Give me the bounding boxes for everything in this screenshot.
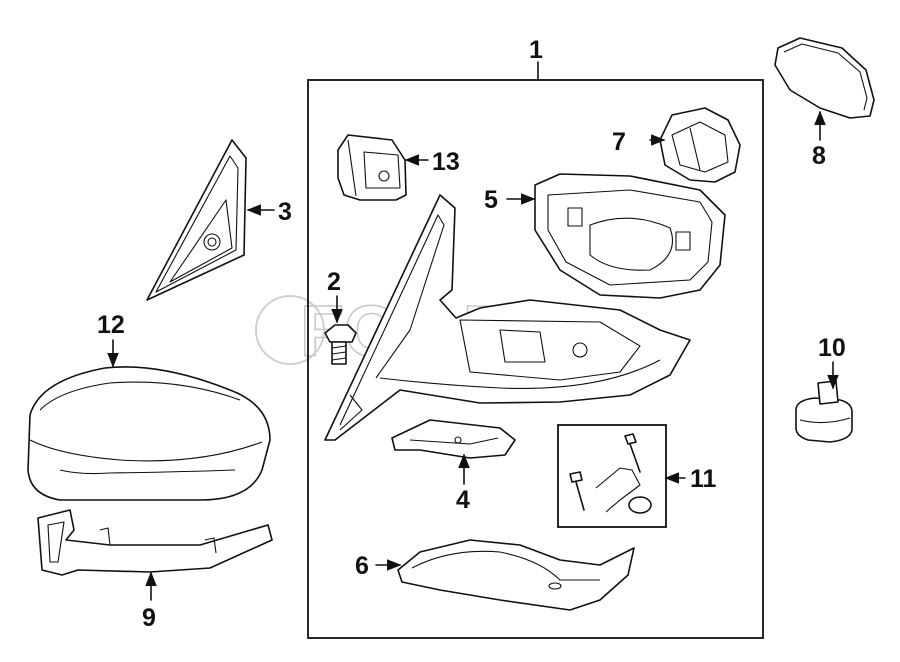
part-7-adapter-ring[interactable] xyxy=(659,107,741,183)
part-11-hardware[interactable] xyxy=(569,433,652,514)
callout-4: 4 xyxy=(456,486,470,514)
callout-13: 13 xyxy=(432,148,460,176)
part-4-bracket[interactable] xyxy=(391,419,516,459)
callout-2: 2 xyxy=(327,268,341,296)
part-1-housing-bracket[interactable] xyxy=(324,194,691,441)
callout-8: 8 xyxy=(812,142,826,170)
part-12-mirror-cap[interactable] xyxy=(27,366,271,501)
callout-9: 9 xyxy=(142,604,156,632)
part-9-turn-signal[interactable] xyxy=(37,509,273,576)
part-6-lower-trim[interactable] xyxy=(397,539,635,611)
part-8-mirror-glass[interactable] xyxy=(774,37,875,119)
part-3-sail-cover[interactable] xyxy=(146,139,247,301)
callout-12: 12 xyxy=(97,311,125,339)
callout-7: 7 xyxy=(612,128,626,156)
part-10-connector[interactable] xyxy=(795,380,853,443)
part-2-screw[interactable] xyxy=(324,324,357,365)
callout-3: 3 xyxy=(278,198,292,226)
callout-1: 1 xyxy=(529,36,543,64)
callout-5: 5 xyxy=(484,186,498,214)
part-13-actuator-motor[interactable] xyxy=(337,134,407,201)
callout-6: 6 xyxy=(355,552,369,580)
assembly-frame xyxy=(307,79,764,639)
callout-11: 11 xyxy=(690,465,717,493)
callout-10: 10 xyxy=(818,334,846,362)
part-5-glass-carrier[interactable] xyxy=(534,173,726,299)
